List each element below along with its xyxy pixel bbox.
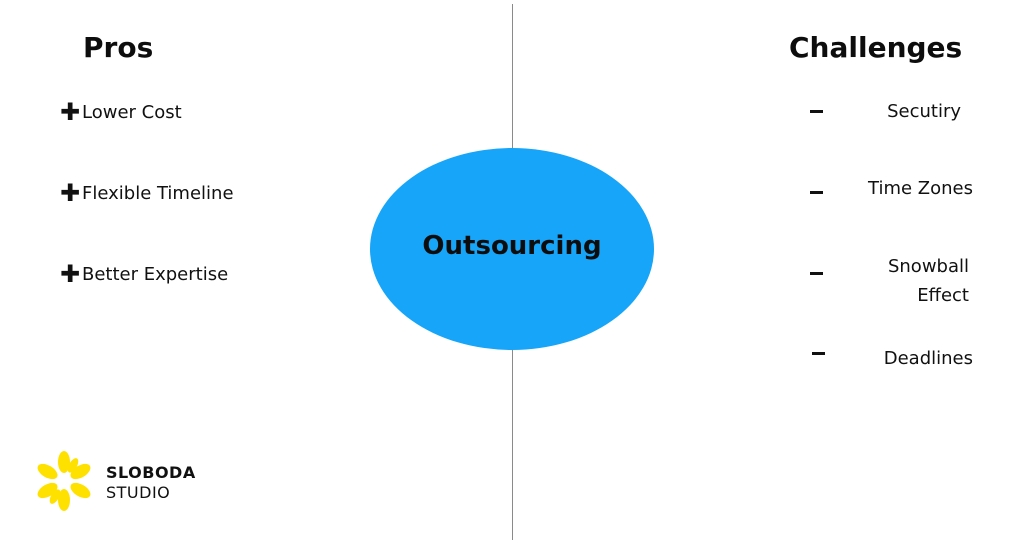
pro-item-label: Lower Cost — [82, 101, 182, 123]
challenge-item: Secutiry — [887, 97, 961, 126]
challenge-item-label-line2: Effect — [917, 285, 969, 306]
minus-icon — [810, 110, 823, 113]
pro-item: ✚ Better Expertise — [60, 262, 228, 286]
logo-subtitle: STUDIO — [106, 483, 171, 502]
challenge-item: Time Zones — [868, 174, 973, 203]
challenge-item-label: Snowball — [887, 256, 969, 277]
logo-text: SLOBODA STUDIO — [106, 463, 196, 503]
challenges-heading: Challenges — [789, 31, 963, 64]
pros-heading: Pros — [83, 31, 154, 64]
challenge-item-label: Time Zones — [868, 178, 973, 199]
pro-item-label: Better Expertise — [82, 263, 229, 285]
challenge-item: Snowball Effect — [888, 252, 969, 310]
plus-icon: ✚ — [60, 179, 81, 207]
challenge-item-label: Deadlines — [883, 348, 973, 369]
flower-logo-icon — [37, 451, 91, 511]
minus-icon — [810, 191, 823, 194]
minus-icon — [812, 352, 825, 355]
plus-icon: ✚ — [60, 98, 81, 126]
plus-icon: ✚ — [60, 260, 81, 288]
challenge-item-label: Secutiry — [887, 101, 961, 122]
center-ellipse: Outsourcing — [370, 148, 654, 350]
center-label: Outsourcing — [422, 231, 602, 261]
minus-icon — [810, 272, 823, 275]
pro-item: ✚ Flexible Timeline — [60, 181, 234, 205]
pro-item: ✚ Lower Cost — [60, 100, 182, 124]
logo-name: SLOBODA — [106, 463, 196, 482]
pro-item-label: Flexible Timeline — [82, 182, 234, 204]
challenge-item: Deadlines — [884, 344, 973, 373]
